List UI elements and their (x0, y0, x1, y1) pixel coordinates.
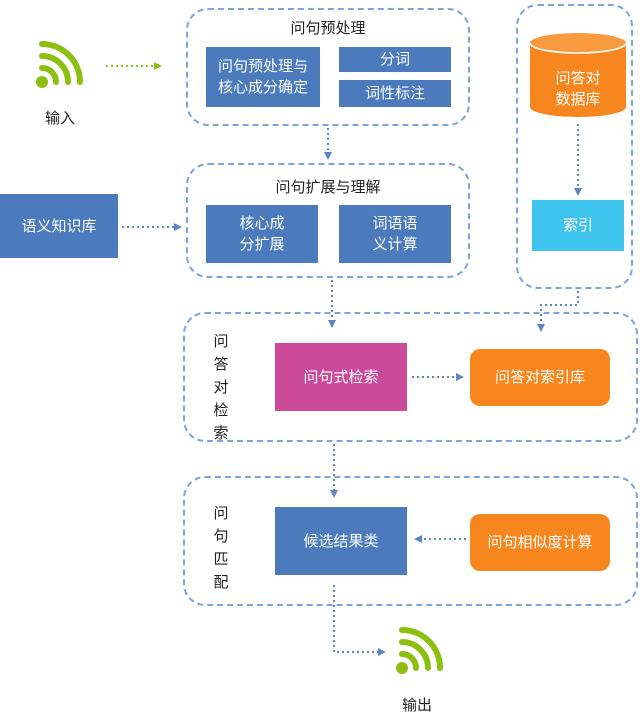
qa-database-group (516, 4, 633, 289)
qa-index-library-box: 问答对索引库 (470, 349, 610, 406)
candidate-results-box: 候选结果类 (275, 507, 407, 575)
question-search-box: 问句式检索 (275, 343, 407, 411)
signal-icon (36, 41, 83, 88)
preprocess-title: 问句预处理 (290, 19, 366, 37)
expansion-title: 问句扩展与理解 (275, 178, 381, 196)
core-expansion-box: 核心成分扩展 (206, 205, 318, 263)
preprocess-group (186, 8, 470, 126)
semantic-knowledge-base-box: 语义知识库 (0, 194, 118, 258)
index-box: 索引 (532, 200, 624, 251)
pos-tagging-box: 词性标注 (339, 80, 451, 107)
retrieval-title: 问答对检索 (213, 332, 229, 442)
qa-database-label: 问答对数据库 (555, 69, 601, 108)
database-icon (530, 33, 626, 117)
input-label: 输入 (44, 109, 75, 127)
preprocess-main-box: 问句预处理与核心成分确定 (206, 47, 320, 107)
output-label: 输出 (401, 696, 432, 714)
arrow-matching-to-output (333, 585, 386, 656)
retrieval-group (183, 312, 638, 442)
similarity-calc-box: 问句相似度计算 (470, 514, 610, 571)
matching-group (183, 476, 638, 606)
matching-title: 问句匹配 (213, 504, 229, 591)
segmentation-box: 分词 (339, 47, 451, 72)
expansion-group (186, 163, 470, 278)
semantic-calc-box: 词语语义计算 (339, 205, 451, 263)
signal-icon (396, 627, 443, 674)
arrow-index-to-retrieval (537, 291, 579, 332)
